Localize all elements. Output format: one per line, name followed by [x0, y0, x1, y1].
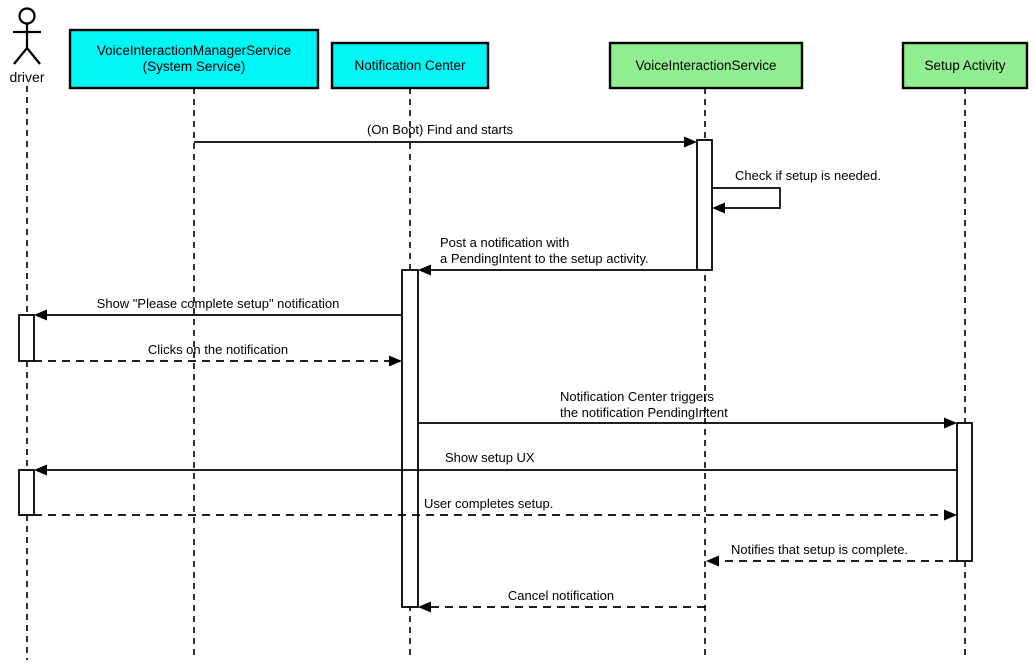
arrowhead: [418, 601, 431, 613]
participant-label-line2: (System Service): [143, 59, 246, 74]
arrowhead: [944, 417, 957, 429]
message-check-setup-self: Check if setup is needed.: [712, 168, 881, 214]
message-label: Clicks on the notification: [148, 342, 288, 357]
arrowhead: [34, 309, 47, 321]
arrowhead: [706, 555, 719, 567]
arrowhead: [34, 464, 47, 476]
arrowhead: [712, 202, 725, 214]
participant-voice-interaction-service: VoiceInteractionService: [608, 41, 804, 90]
message-label: Check if setup is needed.: [735, 168, 881, 183]
actor-leg-left: [13, 47, 28, 65]
participant-label-line1: VoiceInteractionManagerService: [97, 43, 291, 58]
message-notifies-setup-complete: Notifies that setup is complete.: [706, 542, 957, 567]
message-show-setup-ux: Show setup UX: [34, 450, 957, 476]
activation-driver-2: [18, 469, 35, 516]
participant-box: [68, 28, 320, 90]
message-label: Notifies that setup is complete.: [731, 542, 908, 557]
participant-label: Notification Center: [354, 58, 466, 73]
message-label-line2: a PendingIntent to the setup activity.: [440, 251, 649, 266]
participant-label: VoiceInteractionService: [635, 58, 776, 73]
message-boot-find-starts: (On Boot) Find and starts: [194, 122, 697, 148]
participant-box: [901, 41, 1029, 90]
actor-driver-label: driver: [9, 69, 44, 85]
arrowhead: [389, 355, 402, 367]
message-label: User completes setup.: [424, 496, 553, 511]
participant-label: Setup Activity: [924, 58, 1005, 73]
message-user-completes-setup: User completes setup.: [34, 496, 957, 521]
message-label-line2: the notification PendingIntent: [560, 405, 728, 420]
arrowhead: [418, 264, 431, 276]
message-trigger-pending-intent: Notification Center triggers the notific…: [418, 389, 957, 429]
arrowhead: [684, 136, 697, 148]
message-clicks-notification: Clicks on the notification: [34, 342, 402, 367]
participant-setup-activity: Setup Activity: [901, 41, 1029, 90]
message-label: Show "Please complete setup" notificatio…: [97, 296, 340, 311]
activation-setup-activity: [956, 422, 973, 562]
participant-voice-interaction-manager-service: VoiceInteractionManagerService (System S…: [68, 28, 320, 90]
message-show-notification: Show "Please complete setup" notificatio…: [34, 296, 402, 321]
activation-driver-1: [18, 314, 35, 362]
activation-voice-interaction-service: [696, 139, 713, 271]
message-cancel-notification: Cancel notification: [418, 588, 705, 613]
message-label: Show setup UX: [445, 450, 535, 465]
actor-head: [18, 7, 36, 25]
message-label-line1: Post a notification with: [440, 235, 569, 250]
participant-box: [608, 41, 804, 90]
participant-box: [330, 41, 490, 90]
actor-leg-right: [26, 47, 41, 65]
activation-notification-center: [401, 269, 419, 608]
participant-notification-center: Notification Center: [330, 41, 490, 90]
message-line: [712, 187, 781, 209]
message-label: (On Boot) Find and starts: [367, 122, 513, 137]
message-label-line1: Notification Center triggers: [560, 389, 714, 404]
message-post-notification: Post a notification with a PendingIntent…: [418, 235, 697, 276]
actor-driver: driver: [9, 7, 45, 85]
arrowhead: [944, 509, 957, 521]
message-label: Cancel notification: [508, 588, 614, 603]
